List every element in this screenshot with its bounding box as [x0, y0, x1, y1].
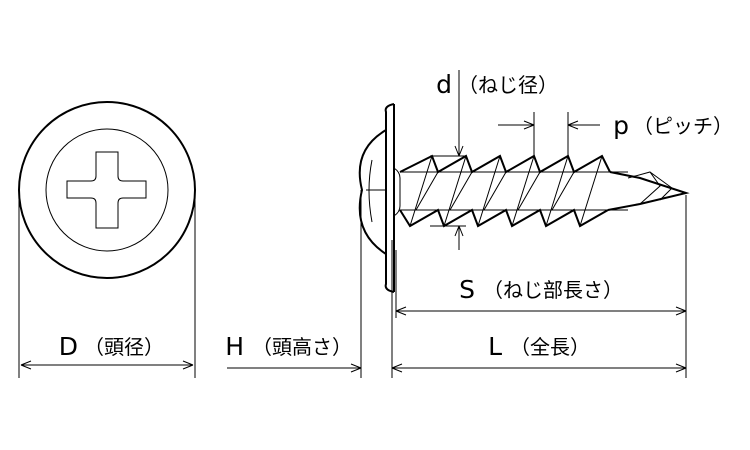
head-height-letter: H — [225, 332, 244, 361]
phillips-cross-recess-icon — [66, 151, 147, 229]
head-height-dimension — [227, 363, 410, 373]
total-length-letter: L — [488, 332, 502, 361]
pitch-caption: （ピッチ） — [633, 114, 733, 138]
thread-length-dimension — [395, 306, 687, 316]
total-length-dimension — [392, 363, 687, 373]
pitch-letter: p — [613, 111, 629, 140]
head-diameter-caption: （頭径） — [84, 335, 164, 359]
thread-length-caption: （ねじ部長さ） — [483, 278, 623, 302]
head-diameter-dimension — [20, 360, 194, 370]
screw-head-front-view — [18, 101, 196, 279]
total-length-caption: （全長） — [510, 335, 590, 359]
thread-diameter-letter: d — [436, 70, 452, 99]
pitch-dimension — [498, 112, 600, 156]
thread-diameter-caption: （ねじ径） — [458, 73, 558, 97]
head-outer-circle — [18, 101, 196, 279]
head-height-caption: （頭高さ） — [252, 335, 352, 359]
head-diameter-letter: D — [59, 332, 78, 361]
thread-length-letter: S — [459, 275, 475, 304]
head-inner-circle — [45, 128, 169, 252]
thread-diameter-dimension — [430, 70, 466, 250]
screw-side-view-icon — [358, 103, 690, 293]
